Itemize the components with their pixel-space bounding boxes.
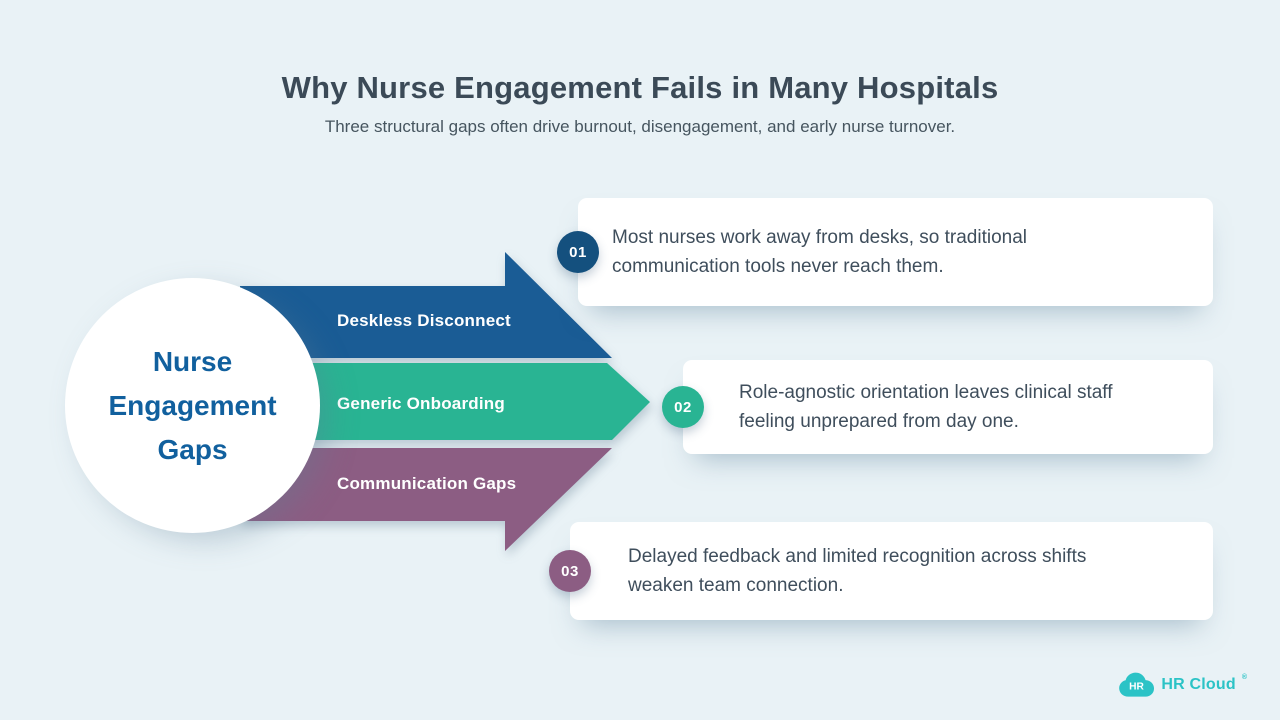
number-badge-03: 03 (549, 550, 591, 592)
hub-label: Nurse Engagement Gaps (108, 345, 277, 465)
arrow-deskless-disconnect (240, 252, 612, 358)
hrcloud-logo-text: HR Cloud (1161, 676, 1236, 693)
page-title: Why Nurse Engagement Fails in Many Hospi… (281, 70, 999, 105)
arrow-label-communication-gaps: Communication Gaps (337, 474, 517, 493)
gap-card-1: 01 Most nurses work away from desks, so … (557, 198, 1213, 306)
gap-card-3: 03 Delayed feedback and limited recognit… (549, 522, 1213, 620)
gap-card-1-text: Most nurses work away from desks, so tra… (612, 227, 1027, 277)
gap-card-2: 02 Role-agnostic orientation leaves clin… (662, 360, 1213, 454)
number-badge-02: 02 (662, 386, 704, 428)
hrcloud-logo: HR HR Cloud ® (1118, 671, 1247, 699)
arrow-label-generic-onboarding: Generic Onboarding (337, 394, 505, 413)
number-badge-01: 01 (557, 231, 599, 273)
hub-circle: Nurse Engagement Gaps (65, 278, 320, 533)
gap-card-3-text: Delayed feedback and limited recognition… (628, 546, 1087, 596)
trademark-mark: ® (1241, 674, 1247, 681)
arrow-generic-onboarding (240, 363, 650, 440)
hr-cloud-badge-icon: HR (1119, 672, 1155, 697)
page-subtitle: Three structural gaps often drive burnou… (324, 117, 956, 136)
hr-cloud-badge-text: HR (1129, 681, 1144, 692)
header: Why Nurse Engagement Fails in Many Hospi… (0, 0, 1280, 137)
arrow-label-deskless-disconnect: Deskless Disconnect (337, 311, 511, 330)
arrow-communication-gaps (240, 448, 612, 551)
gap-card-2-text: Role-agnostic orientation leaves clinica… (739, 382, 1113, 432)
